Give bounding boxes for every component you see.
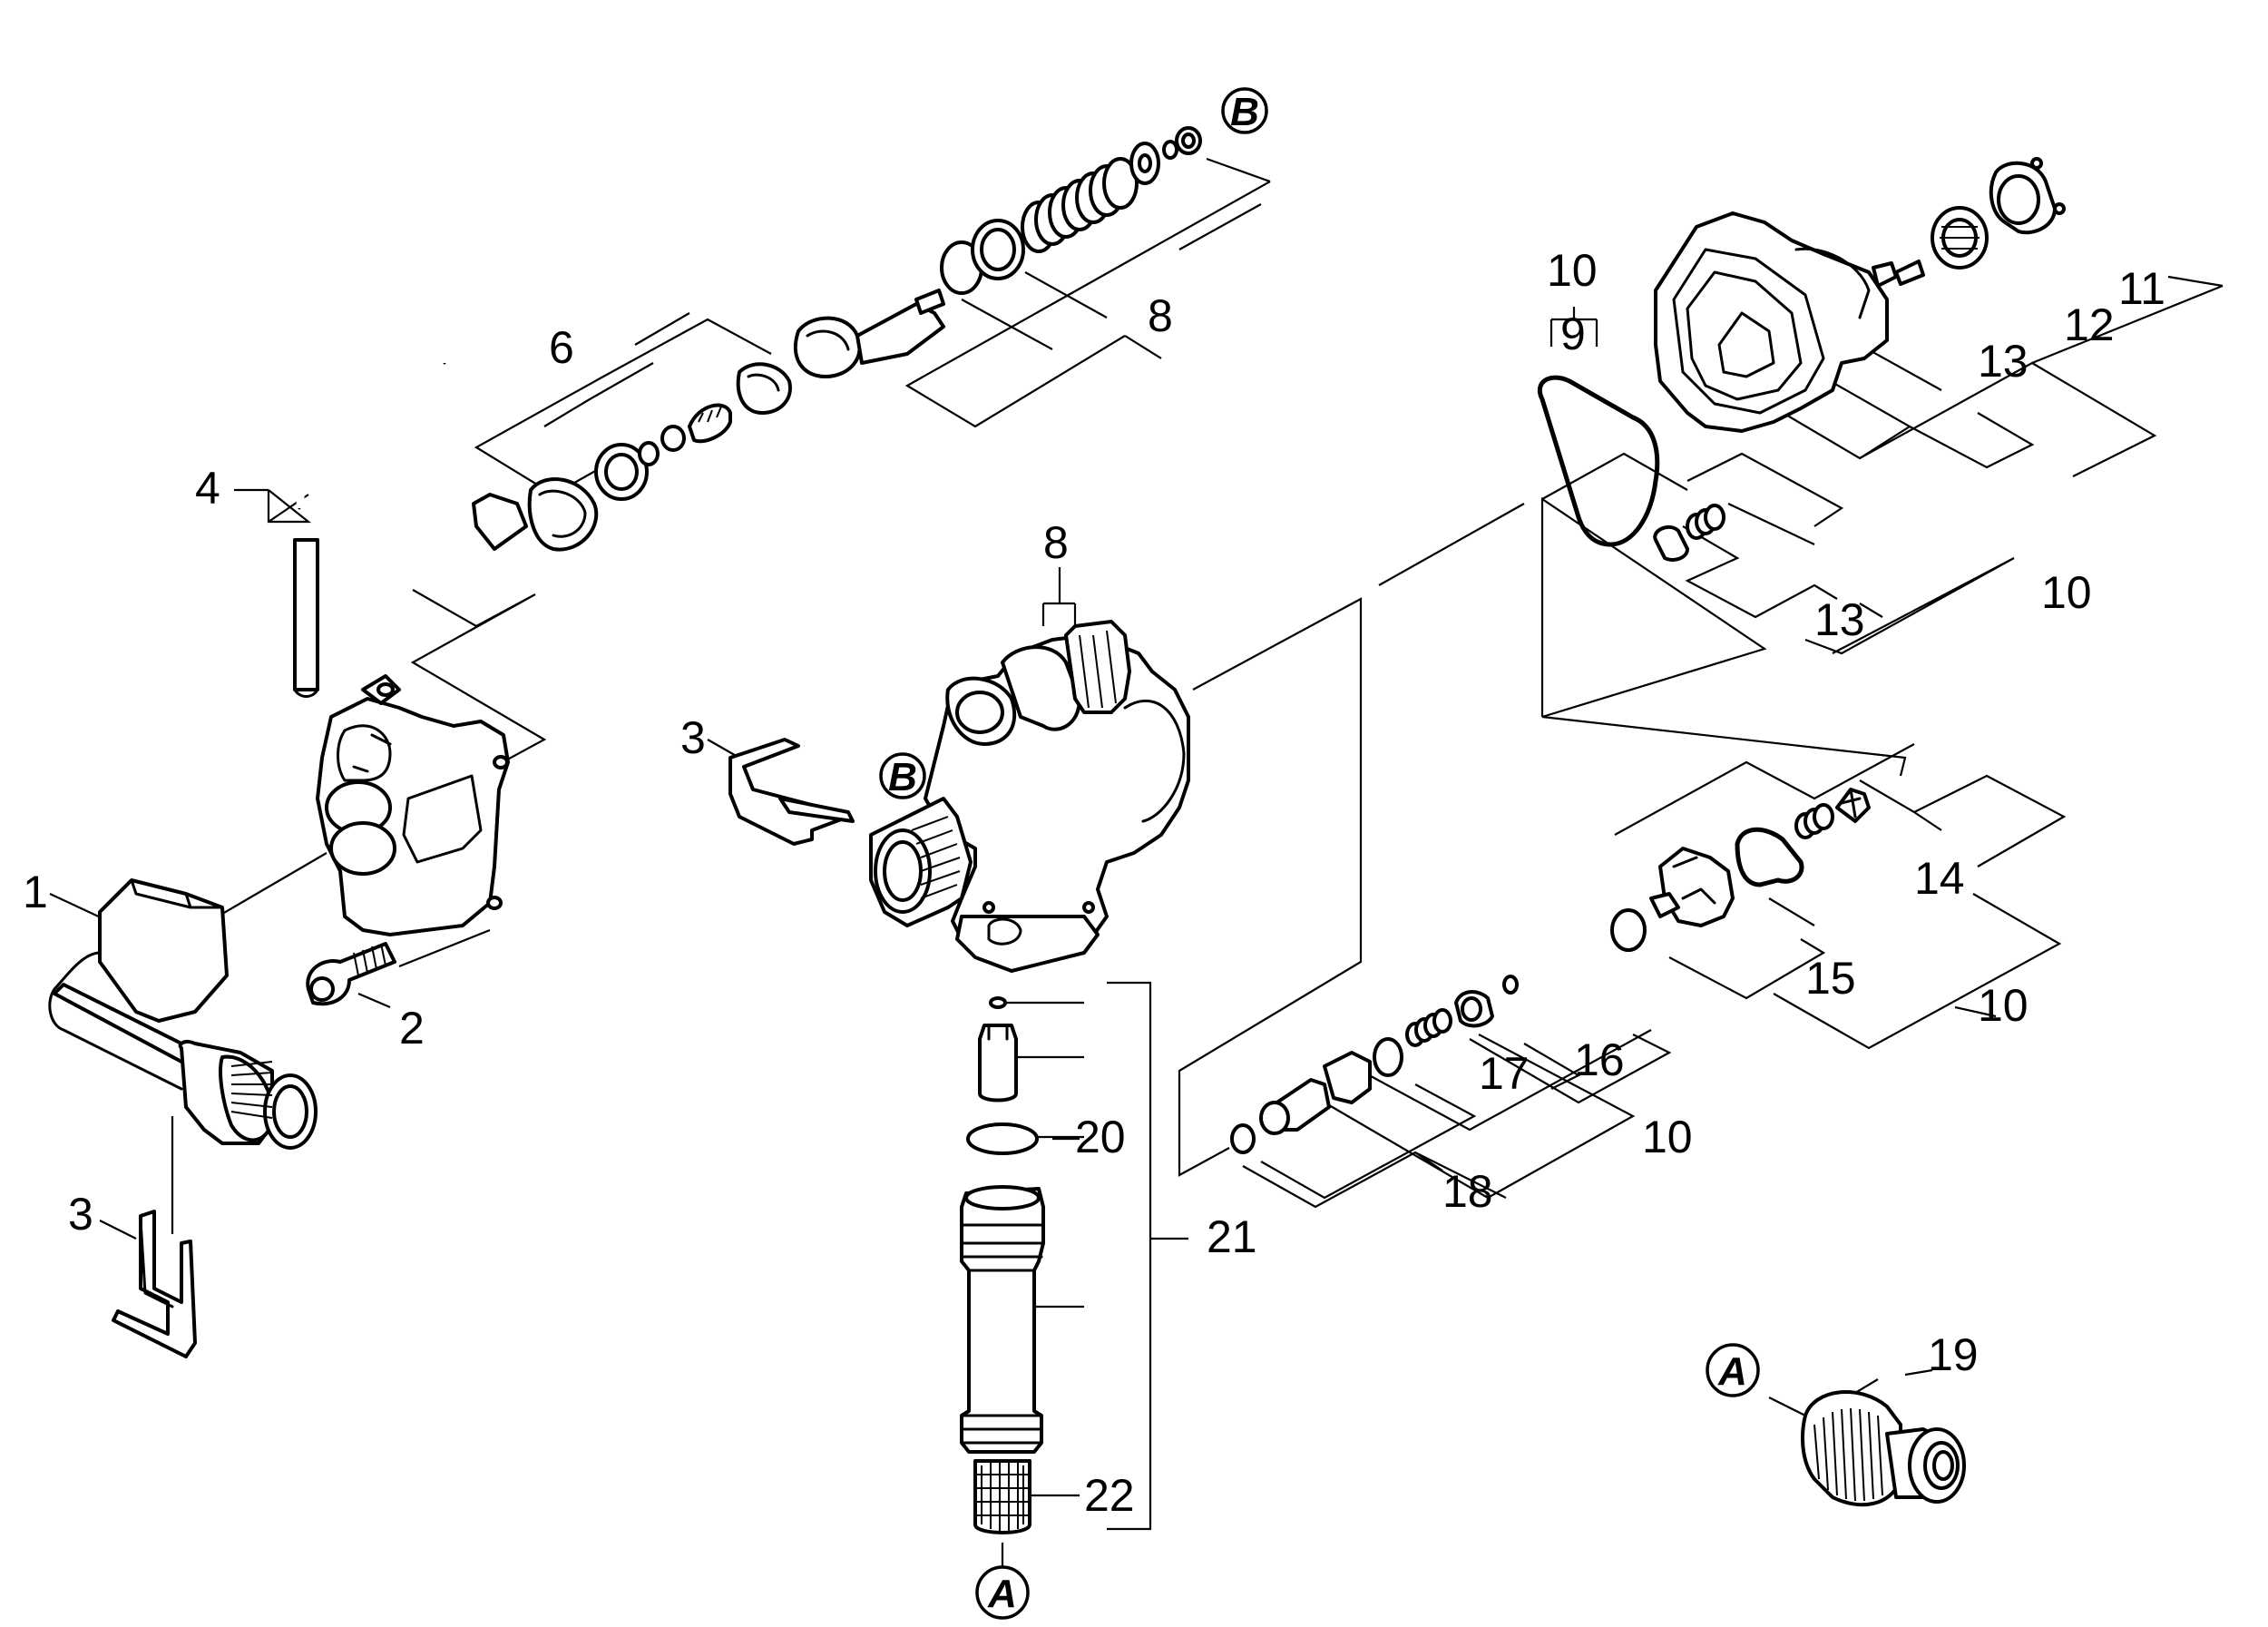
callout-3-left: 3 [68,1189,93,1240]
callout-18: 18 [1442,1166,1493,1217]
callout-21: 21 [1207,1211,1257,1262]
callout-3-center: 3 [680,712,706,763]
callout-17: 17 [1479,1048,1530,1099]
callout-2: 2 [399,1003,425,1054]
valve-parts-16-17-18 [1230,975,1519,1154]
callout-12: 12 [2064,299,2115,350]
callout-6: 6 [549,322,574,373]
callout-10-lower: 10 [1642,1112,1693,1162]
spring-top [1021,157,1139,253]
ref-marker-a-right: A [1706,1343,1760,1397]
callout-22: 22 [1084,1470,1135,1521]
svg-text:B: B [1230,90,1259,134]
callout-8-top: 8 [1148,290,1173,341]
valve-parts-14-15 [1610,788,1871,952]
callout-9: 9 [1560,309,1586,359]
callout-10-right-mid: 10 [1978,980,2028,1031]
callout-14: 14 [1914,853,1965,904]
callout-13-lower: 13 [1814,594,1865,645]
ref-marker-a-bottom: A [975,1565,1030,1620]
callout-10-top: 10 [1547,245,1598,296]
left-housing [316,674,510,936]
center-pump-housing [869,620,1190,973]
callout-13-upper: 13 [1978,336,2028,387]
gasket-part-9 [1537,375,1660,547]
hose-part-4 [218,234,448,698]
coupling-part-19 [1801,1390,1966,1507]
callout-20: 20 [1075,1112,1126,1162]
clip-part-3-center [728,738,855,846]
callout-19: 19 [1928,1329,1979,1380]
callout-10-right-upper: 10 [2041,567,2092,618]
ref-marker-b-top: B [1221,87,1268,134]
ref-marker-b-center: B [879,752,926,799]
svg-text:A: A [1717,1349,1747,1394]
callout-1: 1 [23,867,48,917]
callout-15: 15 [1805,953,1856,1004]
svg-text:B: B [888,755,917,799]
callout-numbers: 1 2 3 3 4 6 8 8 9 10 10 10 10 11 12 13 1… [23,245,2165,1521]
pump-head-top-right [1654,157,2066,433]
callout-8-center: 8 [1043,517,1069,568]
reference-markers: B B A A [879,87,1760,1620]
screw-part-2 [306,942,396,1006]
svg-text:A: A [987,1572,1017,1616]
callout-11: 11 [2118,263,2165,314]
valve-parts-13 [1653,504,1725,562]
callout-4: 4 [195,463,220,514]
callout-16: 16 [1574,1034,1625,1085]
filter-column-parts [960,996,1045,1534]
valve-group-part-8-top [793,126,1202,378]
adapter-part-1 [48,878,318,1150]
clip-part-3-left [112,1210,197,1358]
inlet-fitting-part-6 [472,362,792,552]
